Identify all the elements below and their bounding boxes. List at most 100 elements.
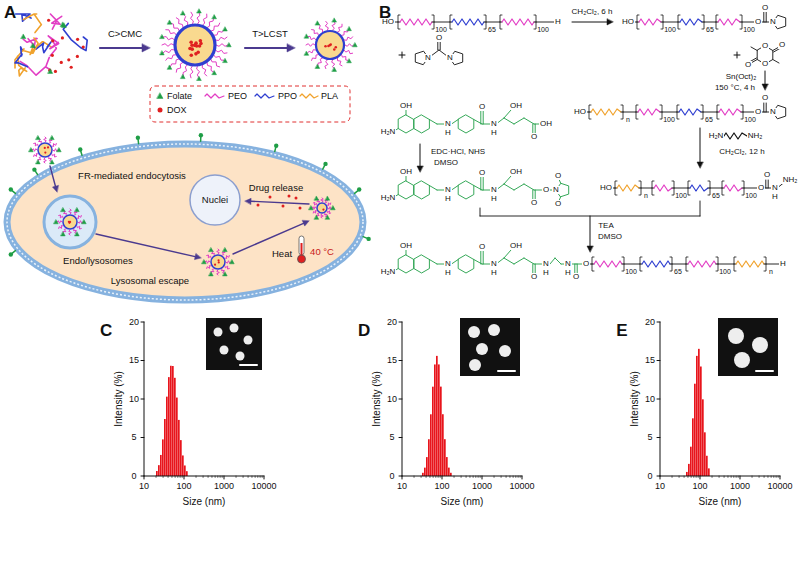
folate-triangle <box>50 136 54 140</box>
panel-letter: E <box>616 322 627 339</box>
atom-label: NH₂ <box>782 176 799 184</box>
atom-label: N <box>542 260 550 268</box>
tick-label: 15 <box>645 356 655 365</box>
ethylenediamine-chain <box>724 133 747 139</box>
peo-corona <box>325 21 328 30</box>
bond-line <box>504 176 511 184</box>
tick-label: 5 <box>648 433 653 442</box>
peo-corona <box>59 226 63 229</box>
bond-line <box>763 12 764 22</box>
polymer-chain <box>400 19 432 25</box>
atom-label: O <box>757 184 765 192</box>
folate-receptor <box>12 191 15 194</box>
dox-dot <box>199 39 203 43</box>
tick-mark <box>759 476 760 478</box>
folate-receptor <box>9 187 13 191</box>
tick-label: 10 <box>387 395 397 404</box>
atom-label: O <box>744 61 752 69</box>
bond-line <box>452 260 459 265</box>
tick-mark <box>399 360 402 361</box>
atom-label: O <box>530 273 538 281</box>
dox-dot <box>44 152 46 154</box>
folate-triangle <box>223 272 227 276</box>
folate-triangle <box>325 215 329 219</box>
tick-mark <box>657 399 660 400</box>
folate-triangle <box>331 206 335 210</box>
bond-line <box>452 120 459 125</box>
peo-corona <box>217 270 220 275</box>
bond-line <box>534 190 542 191</box>
folate-receptor <box>199 133 203 137</box>
atom-label: OH <box>509 102 523 110</box>
folate-triangle <box>160 51 164 55</box>
folate-triangle <box>197 9 201 13</box>
tem-particle <box>469 359 481 371</box>
atom-label: O <box>554 172 562 180</box>
dox-dot <box>76 38 79 41</box>
folate-triangle <box>21 34 26 38</box>
folate-triangle <box>61 232 65 236</box>
bond-line <box>774 49 780 53</box>
tick-mark <box>461 476 462 478</box>
tick-label: 20 <box>387 318 397 327</box>
tick-label: 10 <box>129 395 139 404</box>
reaction-arrow <box>590 216 591 246</box>
tick-mark <box>778 476 779 478</box>
reaction-condition: 150 °C, 4 h <box>715 84 755 92</box>
atom-label: O <box>778 41 786 49</box>
histogram-bar <box>700 367 702 476</box>
lipid-bilayer <box>7 144 363 300</box>
polymer-chain <box>724 185 742 191</box>
atom-label: O <box>530 199 538 207</box>
tick-mark <box>222 476 223 478</box>
tick-mark <box>478 476 479 478</box>
folate-triangle <box>212 71 216 75</box>
tick-mark <box>243 476 244 478</box>
tick-mark <box>698 476 699 478</box>
bond-line <box>514 258 524 264</box>
tick-label: 10 <box>139 482 149 491</box>
ring-bond <box>398 115 414 133</box>
tick-mark <box>712 476 713 478</box>
folate-triangle <box>160 35 164 39</box>
polymer-chain <box>719 109 741 115</box>
histogram-bar <box>704 432 706 476</box>
tick-mark <box>684 476 685 478</box>
tick-mark <box>738 476 739 478</box>
bond-line <box>773 60 779 64</box>
tick-mark <box>211 476 212 478</box>
dox-dot <box>217 259 219 261</box>
annotation: T>LCST <box>252 29 288 39</box>
tick-mark <box>182 476 183 478</box>
histogram-bar <box>442 414 444 476</box>
tem-particle <box>488 324 500 336</box>
tem-particle <box>468 326 480 338</box>
histogram-bar <box>432 387 434 476</box>
histogram-bar <box>692 418 694 476</box>
atom-label: OH <box>399 102 413 110</box>
polymer-chain <box>679 109 701 115</box>
peo-corona <box>324 213 327 217</box>
dox-dot <box>194 52 198 56</box>
bond-line <box>480 208 481 216</box>
folate-receptor <box>274 148 276 152</box>
tick-mark <box>473 476 474 478</box>
atom-label: H₂N <box>380 128 397 136</box>
tick-mark <box>255 476 256 478</box>
folate-triangle <box>50 160 54 164</box>
histogram-bar <box>162 439 164 476</box>
atom-label: O <box>761 42 769 50</box>
bond-line <box>536 22 555 23</box>
tick-label: 5 <box>132 433 137 442</box>
tick-label: 1000 <box>730 482 750 491</box>
atom-label: H <box>542 269 550 277</box>
atom-label: OH <box>399 168 413 176</box>
tem-particle <box>214 328 223 337</box>
atom-label: N <box>424 54 432 62</box>
atom-label: H <box>564 269 572 277</box>
atom-label: H₂N <box>380 268 397 276</box>
tick-mark <box>399 399 402 400</box>
tick-mark <box>657 322 660 323</box>
dox-dot <box>61 36 64 39</box>
bond-line <box>710 188 722 189</box>
